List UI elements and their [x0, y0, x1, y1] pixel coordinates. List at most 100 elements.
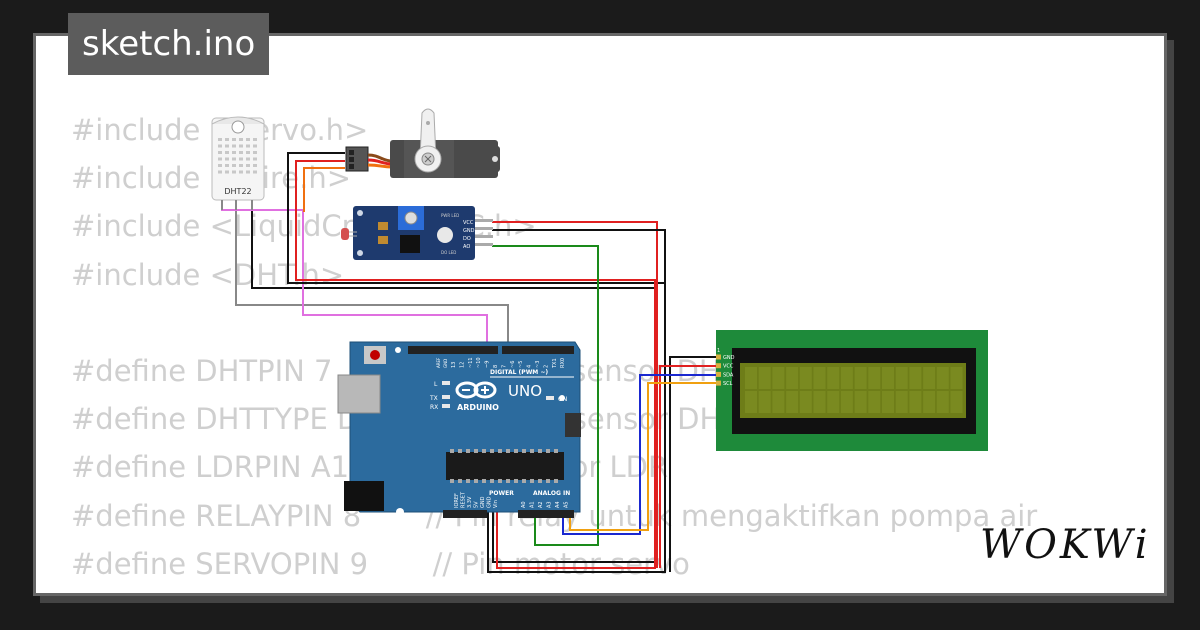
chip-pin [474, 479, 478, 483]
arduino-analog-header: ANALOG IN [533, 490, 570, 497]
dht22-vent [218, 164, 222, 167]
wire-lcd-black [669, 356, 718, 572]
dht22-vent [232, 144, 236, 148]
filename-tab[interactable]: sketch.ino [68, 13, 270, 75]
arduino-gnd-label: GND [443, 359, 448, 368]
arduino-power-pin-label: IOREF [454, 493, 460, 508]
lcd-cell [799, 367, 812, 389]
lcd-pin [716, 363, 721, 369]
dht22-vent [225, 157, 229, 161]
dht22-vent-grid [218, 138, 257, 174]
dht22-vent [253, 170, 257, 174]
arduino-led-tx: TX [429, 395, 438, 402]
lcd-cell [854, 367, 867, 389]
lcd-pin [716, 380, 721, 386]
lcd-cell [745, 391, 757, 413]
dht22-vent [239, 144, 243, 148]
lcd-cell [827, 367, 840, 389]
dht22-vent [232, 157, 236, 161]
ldr-pins: VCC GND DO AO [463, 219, 493, 250]
dht22-vent [246, 144, 250, 148]
wires [221, 152, 718, 573]
chip-pin [490, 449, 494, 453]
arduino-digital-pin-label: 13 [451, 362, 457, 368]
lcd-cell [895, 367, 908, 389]
chip-pin [530, 449, 534, 453]
ldr-pin-ao: AO [463, 244, 470, 250]
chip-pin [466, 479, 470, 483]
wire-servo-red [295, 160, 656, 569]
ldr-pin-do: DO [463, 236, 471, 242]
chip-pin [538, 449, 542, 453]
arduino-digital-pin-label: 4 [527, 365, 533, 368]
arduino-power-pin-label: GND [480, 496, 486, 508]
arduino-led-rx: RX [430, 404, 438, 411]
dht22-vent [218, 138, 222, 141]
lcd-cell [882, 367, 894, 389]
code-line: #define SERVOPIN 9 // Pin motor servo [71, 546, 690, 581]
chip-pin [522, 479, 526, 483]
lcd-cell [950, 391, 963, 413]
lcd-cell [909, 367, 922, 389]
arduino-led-l: L [434, 381, 438, 388]
lcd-cell [840, 391, 853, 413]
wire-lcd-red [659, 365, 718, 568]
code-line: #include <DHT.h> [71, 257, 345, 292]
chip-pin [522, 449, 526, 453]
lcd-cell [827, 391, 840, 413]
lcd-cell [772, 367, 785, 389]
dht22-vent [253, 157, 257, 161]
arduino-digital-pin-label: ~11 [468, 357, 474, 368]
arduino-digital-pin-label: ~3 [535, 361, 541, 368]
arduino-analog-pin-label: A1 [530, 501, 536, 508]
chip-pin [458, 479, 462, 483]
arduino-power-pin-label: RESET [461, 491, 467, 508]
arduino-power-pin-label: 5V [474, 501, 480, 508]
lcd-pin [716, 354, 721, 360]
dht22-vent [253, 138, 257, 141]
lcd-character-cells [745, 367, 963, 413]
ldr-led-do: DO LED [441, 250, 456, 255]
dht22-vent [225, 170, 229, 174]
lcd-cell [840, 367, 853, 389]
arduino-power-pin-label: GND [487, 496, 493, 508]
wire-ldr-green [492, 245, 599, 546]
arduino-digital-pin-label: ~6 [510, 361, 516, 368]
dht22-vent [232, 138, 236, 141]
lcd-cell [868, 367, 881, 389]
chip-pin [498, 479, 502, 483]
dht22-vent [239, 170, 243, 174]
dht22-sensor[interactable]: DHT22 [211, 116, 265, 210]
chip-pin [498, 449, 502, 453]
ldr-module[interactable]: PWR LED DO LED VCC GND DO AO [341, 206, 493, 260]
lcd-cell [936, 367, 949, 389]
lcd-cell [923, 391, 936, 413]
lcd-pin-label: SDA [723, 372, 734, 378]
chip-pin [450, 479, 454, 483]
servo-motor[interactable] [345, 108, 500, 178]
arduino-digital-pin-label: 2 [543, 365, 549, 368]
arduino-analog-pin-label: A5 [564, 501, 570, 508]
arduino-digital-pin-label: ~5 [518, 361, 524, 368]
dht22-vent [246, 138, 250, 141]
dht22-vent [246, 157, 250, 161]
arduino-analog-pin-label: A3 [547, 501, 553, 508]
arduino-analog-pin-label: A0 [521, 501, 527, 508]
arduino-model: UNO [508, 382, 542, 400]
dht22-vent [239, 157, 243, 161]
dht22-vent [239, 164, 243, 167]
arduino-digital-pin-label: ~10 [476, 357, 482, 368]
dht22-vent [246, 170, 250, 174]
chip-pin [514, 449, 518, 453]
chip-pin [506, 479, 510, 483]
arduino-digital-pin-label: 12 [459, 362, 465, 368]
lcd-cell [909, 391, 922, 413]
ldr-pin-gnd: GND [463, 228, 475, 234]
chip-pin [490, 479, 494, 483]
dht22-vent [225, 164, 229, 167]
